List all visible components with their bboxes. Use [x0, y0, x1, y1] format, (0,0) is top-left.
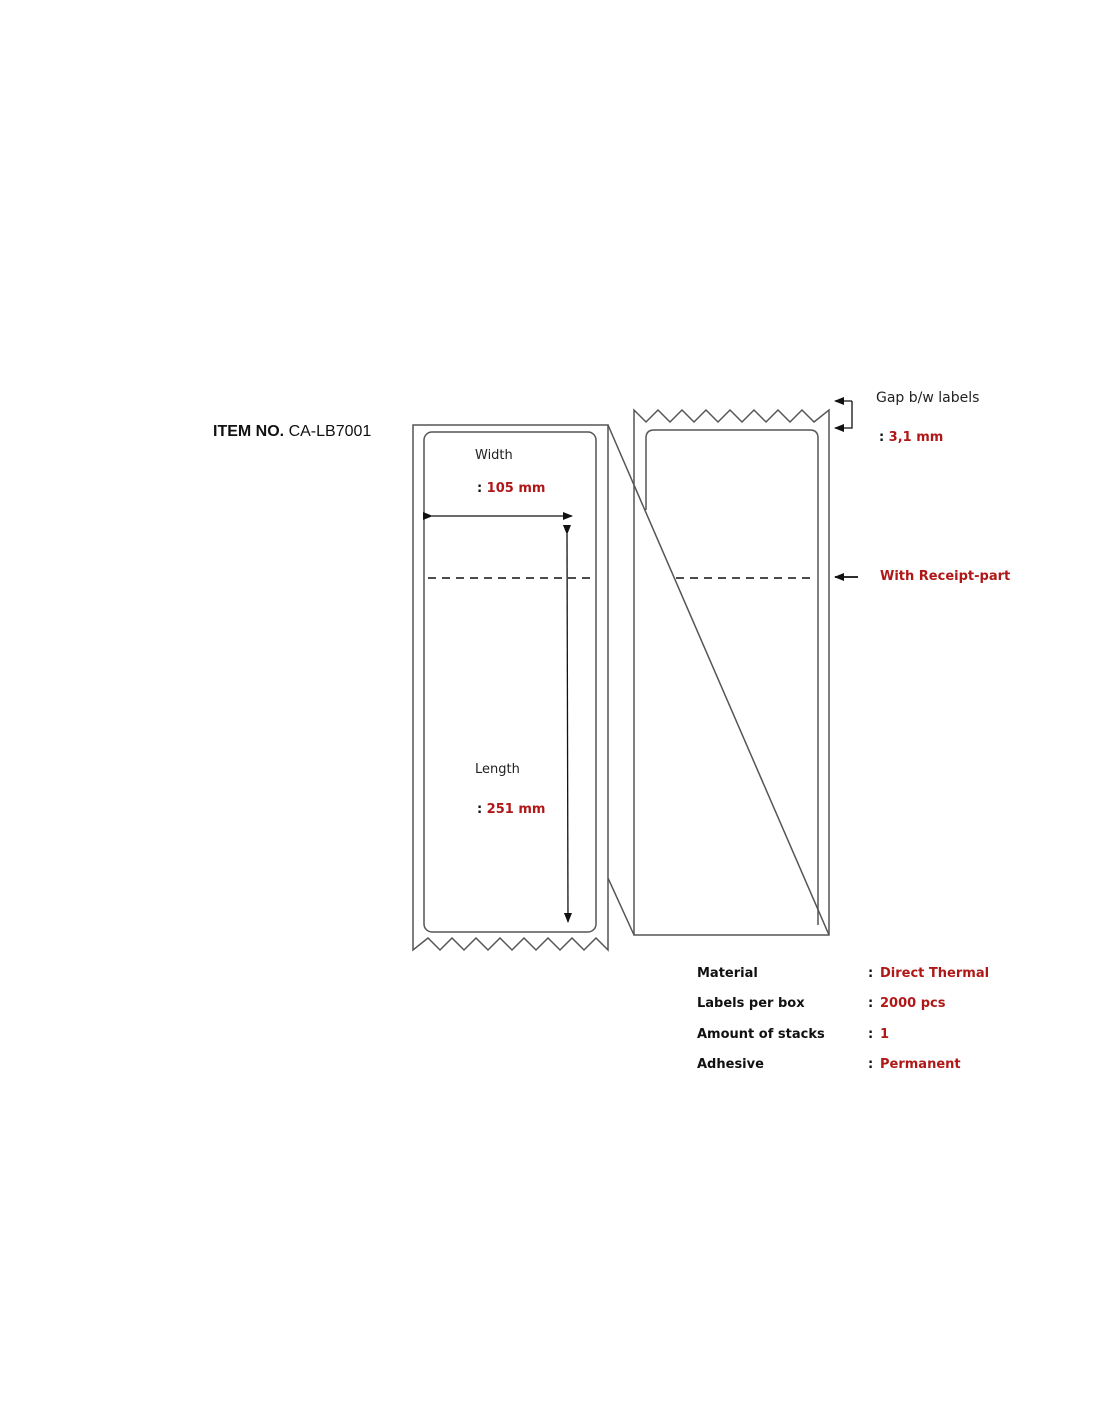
width-label: Width — [475, 448, 513, 463]
gap-colon: : — [879, 430, 885, 445]
back-label-outline — [645, 429, 819, 925]
length-value: 251 mm — [486, 802, 546, 817]
spec-value-amount-of-stacks: 1 — [880, 1027, 890, 1042]
length-colon: : — [477, 802, 483, 817]
spec-value-adhesive: Permanent — [880, 1057, 961, 1072]
gap-label: Gap b/w labels — [876, 390, 980, 406]
width-value-row: : 105 mm — [477, 479, 545, 497]
gap-value: 3,1 mm — [888, 430, 944, 445]
length-arrow — [562, 524, 572, 923]
spec-value-material: Direct Thermal — [880, 966, 990, 981]
back-liner-outline — [633, 408, 830, 936]
item-number-label: ITEM NO. — [213, 423, 285, 440]
spec-colon-adhesive: : — [868, 1057, 874, 1072]
item-number-value: CA-LB7001 — [288, 423, 372, 440]
receipt-label: With Receipt-part — [880, 569, 1011, 584]
spec-colon-amount-of-stacks: : — [868, 1027, 874, 1042]
spec-key-labels-per-box: Labels per box — [697, 996, 805, 1011]
width-value: 105 mm — [486, 481, 546, 496]
gap-value-row: : 3,1 mm — [879, 428, 943, 446]
front-label — [412, 424, 609, 952]
width-colon: : — [477, 481, 483, 496]
length-value-row: : 251 mm — [477, 800, 545, 818]
label-outline — [423, 431, 597, 933]
length-label: Length — [475, 762, 520, 777]
spec-value-labels-per-box: 2000 pcs — [880, 996, 946, 1011]
liner-outline — [412, 424, 609, 952]
spec-key-adhesive: Adhesive — [697, 1057, 764, 1072]
back-label — [633, 408, 830, 936]
spec-colon-labels-per-box: : — [868, 996, 874, 1011]
item-number: ITEM NO. CA-LB7001 — [213, 423, 371, 441]
spec-key-material: Material — [697, 966, 758, 981]
fold-connection — [607, 424, 830, 936]
spec-colon-material: : — [868, 966, 874, 981]
gap-indicator-icon — [834, 397, 853, 432]
spec-key-amount-of-stacks: Amount of stacks — [697, 1027, 825, 1042]
